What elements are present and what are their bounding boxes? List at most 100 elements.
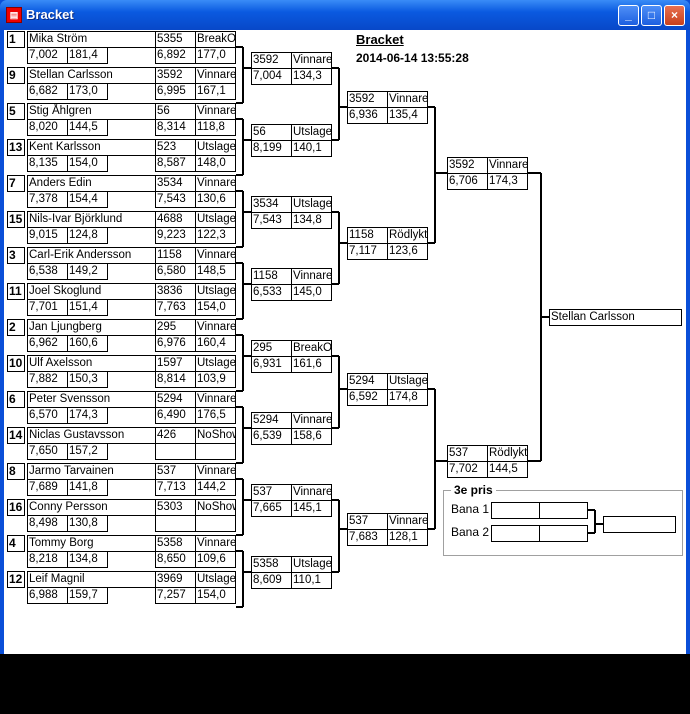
seed-number: 1: [7, 31, 25, 48]
round2-result-speed: 134,3: [291, 68, 332, 85]
player-time: 8,135: [27, 155, 68, 172]
seed-number: 12: [7, 571, 25, 588]
round1-result-id: 523: [155, 139, 196, 156]
round3-result-id: 3592: [347, 91, 388, 108]
round1-result-status: Vinnare: [195, 391, 236, 408]
round3-result-speed: 123,6: [387, 243, 428, 260]
seed-number: 15: [7, 211, 25, 228]
round1-result-time: 6,580: [155, 263, 196, 280]
round1-result-id: 1597: [155, 355, 196, 372]
round2-result-time: 7,665: [251, 500, 292, 517]
seed-number: 16: [7, 499, 25, 516]
round2-result-speed: 145,0: [291, 284, 332, 301]
lane-2-time: [491, 525, 540, 542]
player-time: 9,015: [27, 227, 68, 244]
round2-result-speed: 145,1: [291, 500, 332, 517]
round2-result-id: 3592: [251, 52, 292, 69]
round1-result-status: Utslagen: [195, 571, 236, 588]
round2-result-id: 1158: [251, 268, 292, 285]
player-speed: 159,7: [67, 587, 108, 604]
seed-number: 13: [7, 139, 25, 156]
round1-result-time: 8,650: [155, 551, 196, 568]
seed-number: 8: [7, 463, 25, 480]
round1-result-status: Vinnare: [195, 175, 236, 192]
round4-result-status: Rödlykta: [487, 445, 528, 462]
round2-result-status: Vinnare: [291, 52, 332, 69]
round2-result-time: 7,004: [251, 68, 292, 85]
round1-result-id: 5303: [155, 499, 196, 516]
close-button[interactable]: ×: [664, 5, 685, 26]
round1-result-status: Vinnare: [195, 103, 236, 120]
player-speed: 144,5: [67, 119, 108, 136]
player-speed: 149,2: [67, 263, 108, 280]
round1-result-time: 8,314: [155, 119, 196, 136]
third-prize-group: [443, 490, 683, 556]
round1-result-speed: 148,5: [195, 263, 236, 280]
maximize-button[interactable]: □: [641, 5, 662, 26]
round1-result-status: NoShow: [195, 427, 236, 444]
player-time: 6,682: [27, 83, 68, 100]
round1-result-time: [155, 443, 196, 460]
player-time: 8,020: [27, 119, 68, 136]
round1-result-id: 5358: [155, 535, 196, 552]
player-speed: 130,8: [67, 515, 108, 532]
player-speed: 160,6: [67, 335, 108, 352]
player-time: 7,882: [27, 371, 68, 388]
round1-result-id: 4688: [155, 211, 196, 228]
round4-result-status: Vinnare: [487, 157, 528, 174]
round1-result-status: BreakOut: [195, 31, 236, 48]
round1-result-id: 3836: [155, 283, 196, 300]
window: ▤ Bracket _ □ × Bracket 2014-06-14 13:55…: [0, 0, 690, 654]
round2-result-status: Utslagen: [291, 196, 332, 213]
seed-number: 9: [7, 67, 25, 84]
round1-result-time: 7,257: [155, 587, 196, 604]
round1-result-time: 6,490: [155, 407, 196, 424]
round1-result-time: 7,543: [155, 191, 196, 208]
round2-result-id: 537: [251, 484, 292, 501]
round1-result-id: 537: [155, 463, 196, 480]
round3-result-time: 7,683: [347, 529, 388, 546]
round1-result-speed: 176,5: [195, 407, 236, 424]
round3-result-speed: 135,4: [387, 107, 428, 124]
round2-result-status: Utslagen: [291, 124, 332, 141]
round1-result-id: 56: [155, 103, 196, 120]
seed-number: 5: [7, 103, 25, 120]
player-speed: 154,0: [67, 155, 108, 172]
round4-result-speed: 174,3: [487, 173, 528, 190]
player-time: 7,701: [27, 299, 68, 316]
player-time: 6,570: [27, 407, 68, 424]
player-time: 7,650: [27, 443, 68, 460]
title-bar[interactable]: ▤ Bracket _ □ ×: [0, 0, 690, 30]
round2-result-time: 6,931: [251, 356, 292, 373]
round3-result-speed: 174,8: [387, 389, 428, 406]
round4-result-speed: 144,5: [487, 461, 528, 478]
round1-result-time: 7,763: [155, 299, 196, 316]
round3-result-id: 5294: [347, 373, 388, 390]
round1-result-speed: 109,6: [195, 551, 236, 568]
round1-result-time: [155, 515, 196, 532]
timestamp: 2014-06-14 13:55:28: [356, 51, 469, 65]
round2-result-speed: 158,6: [291, 428, 332, 445]
minimize-button[interactable]: _: [618, 5, 639, 26]
round1-result-time: 6,976: [155, 335, 196, 352]
seed-number: 7: [7, 175, 25, 192]
round2-result-id: 5294: [251, 412, 292, 429]
round3-result-status: Utslagen: [387, 373, 428, 390]
player-time: 7,002: [27, 47, 68, 64]
round3-result-status: Vinnare: [387, 91, 428, 108]
round2-result-speed: 110,1: [291, 572, 332, 589]
bracket-panel: Bracket 2014-06-14 13:55:28 3e pris Bana…: [4, 30, 686, 654]
round4-result-id: 3592: [447, 157, 488, 174]
lane-2-label: Bana 2: [451, 525, 490, 539]
round3-result-status: Rödlykta: [387, 227, 428, 244]
seed-number: 6: [7, 391, 25, 408]
player-time: 8,218: [27, 551, 68, 568]
round2-result-status: Vinnare: [291, 412, 332, 429]
player-speed: 181,4: [67, 47, 108, 64]
player-speed: 141,8: [67, 479, 108, 496]
round2-result-time: 8,609: [251, 572, 292, 589]
round3-result-time: 6,592: [347, 389, 388, 406]
round2-result-speed: 161,6: [291, 356, 332, 373]
round2-result-time: 6,539: [251, 428, 292, 445]
round2-result-status: Utslagen: [291, 556, 332, 573]
